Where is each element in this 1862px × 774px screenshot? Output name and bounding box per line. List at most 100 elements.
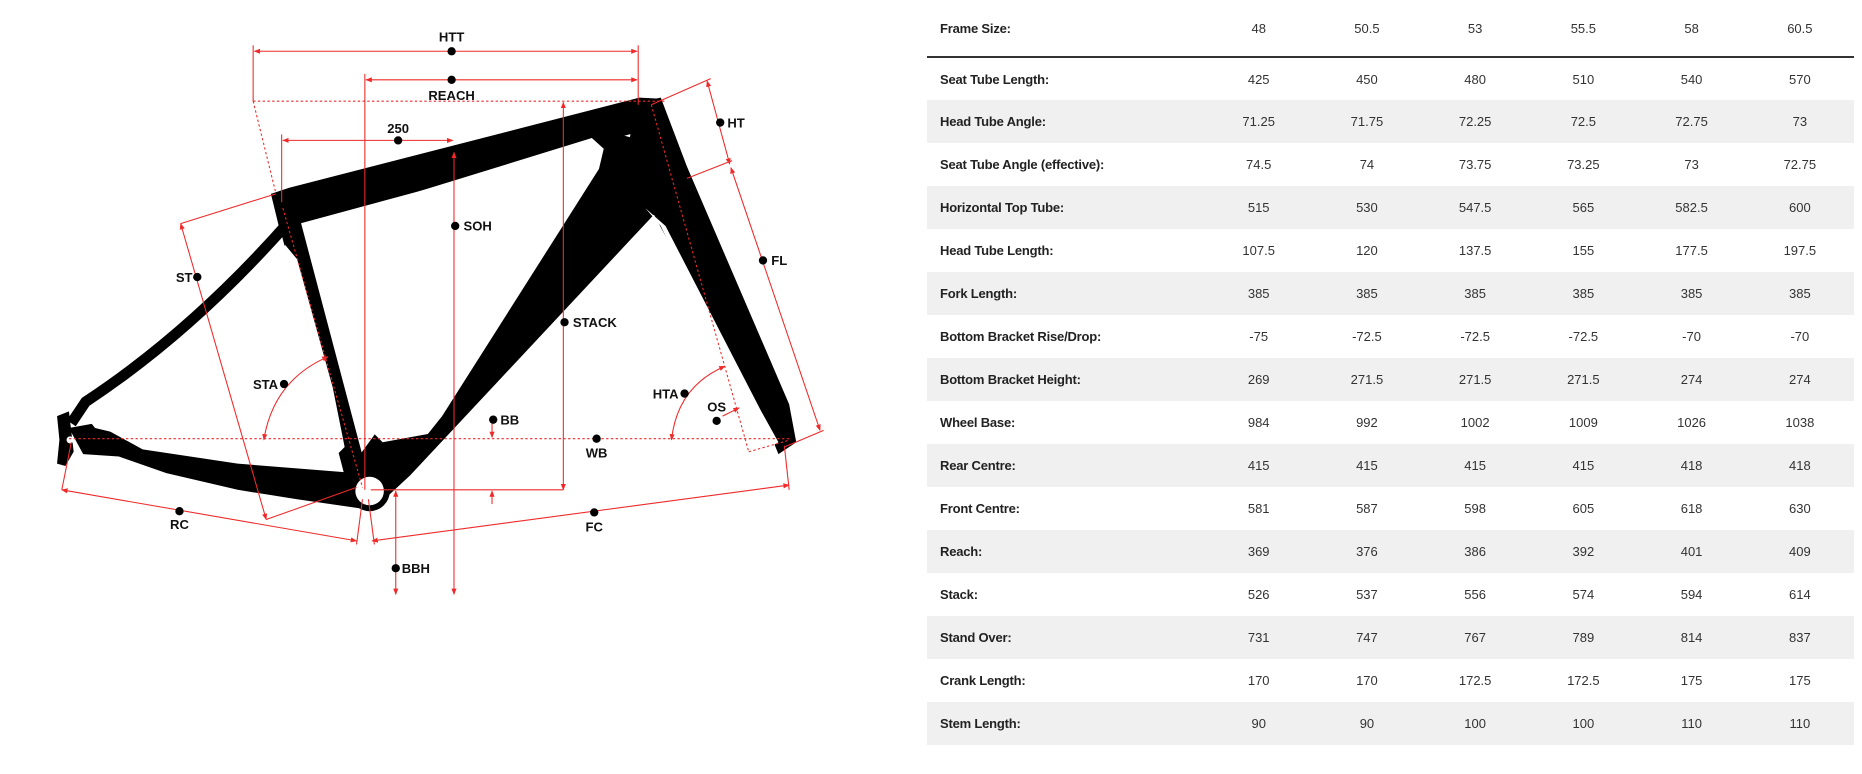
cell-value: 385 — [1680, 286, 1703, 301]
label-wb: WB — [586, 446, 608, 461]
size-header: 55.5 — [1570, 20, 1597, 36]
cell-value: 984 — [1247, 415, 1270, 430]
cell-value: 530 — [1356, 200, 1378, 215]
cell-value: 120 — [1356, 243, 1378, 258]
size-header: 50.5 — [1354, 20, 1380, 36]
cell-value: 386 — [1464, 544, 1486, 559]
cell-value: 269 — [1247, 372, 1270, 387]
cell-value: 72.25 — [1458, 114, 1492, 129]
label-reach: REACH — [428, 88, 474, 103]
cell-value: 110 — [1789, 716, 1811, 731]
size-header: 60.5 — [1787, 20, 1813, 36]
cell-value: 197.5 — [1783, 243, 1817, 258]
cell-value: -72.5 — [1460, 329, 1490, 344]
cell-value: 107.5 — [1242, 243, 1275, 258]
cell-value: 72.75 — [1675, 114, 1708, 129]
cell-value: 385 — [1788, 286, 1811, 301]
label-hta: HTA — [653, 386, 679, 401]
row-label: Stack: — [940, 587, 978, 602]
cell-value: 515 — [1247, 200, 1270, 215]
row-label: Head Tube Length: — [940, 243, 1054, 258]
cell-value: 177.5 — [1675, 243, 1708, 258]
cell-value: 170 — [1247, 673, 1270, 688]
row-label: Bottom Bracket Height: — [940, 372, 1081, 387]
cell-value: 73 — [1684, 157, 1699, 172]
cell-value: 155 — [1572, 243, 1595, 258]
cell-value: 415 — [1464, 458, 1486, 473]
row-label: Seat Tube Angle (effective): — [940, 157, 1105, 172]
row-label: Fork Length: — [940, 286, 1018, 301]
cell-value: 385 — [1572, 286, 1595, 301]
cell-value: 814 — [1680, 630, 1703, 645]
cell-value: 556 — [1464, 587, 1486, 602]
cell-value: 747 — [1356, 630, 1378, 645]
dimension-labels: HTT REACH 250 SOH HT FL ST STACK STA HTA… — [170, 30, 787, 576]
cell-value: 731 — [1247, 630, 1270, 645]
cell-value: 271.5 — [1350, 372, 1384, 387]
cell-value: 71.75 — [1350, 114, 1384, 129]
cell-value: 90 — [1251, 716, 1266, 731]
cell-value: -70 — [1682, 329, 1701, 344]
cell-value: 598 — [1464, 501, 1486, 516]
cell-value: 172.5 — [1458, 673, 1492, 688]
row-label: Reach: — [940, 544, 983, 559]
label-os: OS — [707, 399, 726, 414]
cell-value: 537 — [1356, 587, 1378, 602]
cell-value: 1009 — [1568, 415, 1598, 430]
cell-value: -70 — [1790, 329, 1810, 344]
cell-value: 540 — [1680, 71, 1703, 87]
cell-value: 274 — [1788, 372, 1811, 387]
cell-value: 581 — [1247, 501, 1270, 516]
cell-value: 271.5 — [1567, 372, 1600, 387]
cell-value: 547.5 — [1458, 200, 1492, 215]
cell-value: 1026 — [1677, 415, 1707, 430]
bike-frame-silhouette — [57, 97, 797, 512]
dimension-lines — [61, 45, 824, 596]
cell-value: 415 — [1356, 458, 1378, 473]
cell-value: -75 — [1249, 329, 1269, 344]
size-header: 58 — [1684, 20, 1699, 36]
label-stack: STACK — [573, 315, 618, 330]
row-label: Crank Length: — [940, 673, 1026, 688]
label-rc: RC — [170, 517, 189, 532]
row-label: Bottom Bracket Rise/Drop: — [940, 329, 1102, 344]
cell-value: 100 — [1572, 716, 1595, 731]
cell-value: 510 — [1572, 71, 1595, 87]
cell-value: 100 — [1464, 716, 1486, 731]
cell-value: 425 — [1247, 71, 1270, 87]
cell-value: 175 — [1680, 673, 1703, 688]
cell-value: 526 — [1247, 587, 1270, 602]
row-label: Seat Tube Length: — [940, 71, 1050, 87]
cell-value: 418 — [1680, 458, 1703, 473]
cell-value: 992 — [1356, 415, 1378, 430]
cell-value: 630 — [1788, 501, 1811, 516]
cell-value: 73 — [1792, 114, 1808, 129]
cell-value: 600 — [1788, 200, 1811, 215]
size-header: 48 — [1251, 20, 1266, 36]
cell-value: -72.5 — [1352, 329, 1382, 344]
cell-value: 574 — [1572, 587, 1595, 602]
cell-value: 274 — [1680, 372, 1703, 387]
cell-value: 392 — [1572, 544, 1595, 559]
cell-value: 418 — [1788, 458, 1811, 473]
cell-value: 376 — [1356, 544, 1378, 559]
cell-value: 767 — [1464, 630, 1486, 645]
row-label: Front Centre: — [940, 501, 1020, 516]
cell-value: 605 — [1572, 501, 1595, 516]
cell-value: 175 — [1788, 673, 1811, 688]
cell-value: 565 — [1572, 200, 1595, 215]
cell-value: 74 — [1359, 157, 1375, 172]
cell-value: 618 — [1680, 501, 1703, 516]
row-label: Horizontal Top Tube: — [940, 200, 1065, 215]
label-ht: HT — [727, 115, 744, 130]
cell-value: 789 — [1572, 630, 1595, 645]
label-bb: BB — [500, 412, 519, 427]
